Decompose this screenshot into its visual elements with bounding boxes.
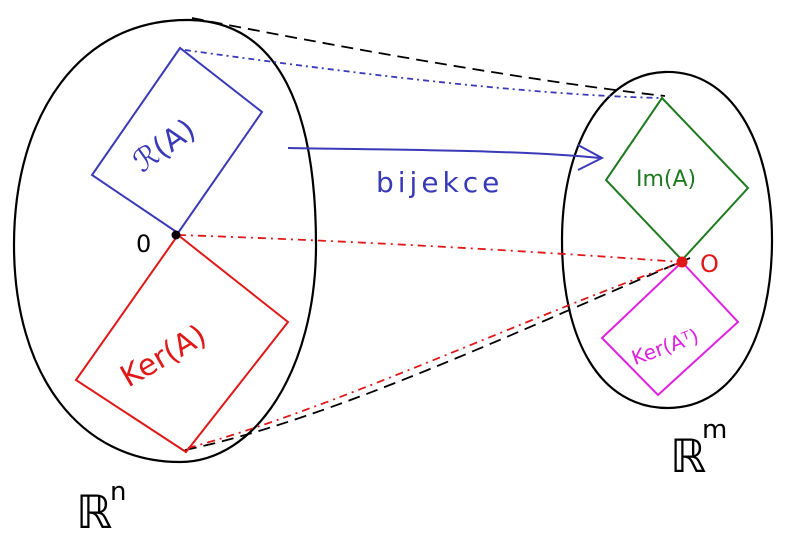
row-space-label: ℛ(A) xyxy=(127,112,203,180)
right-space-ellipse xyxy=(560,70,774,410)
connector-bottom-dashed xyxy=(184,257,691,451)
left-space-label-exp: n xyxy=(110,477,126,507)
right-space-label-exp: m xyxy=(702,415,727,445)
left-space-ellipse xyxy=(12,18,318,464)
kernel-label: Ker(A) xyxy=(115,318,213,395)
image-region xyxy=(604,96,750,262)
bijection-label: bijekce xyxy=(376,166,503,199)
row-space-image-connector xyxy=(184,49,663,99)
right-zero-label: O xyxy=(700,250,719,278)
right-space-label-base: ℝ xyxy=(670,429,706,483)
left-space-label: ℝ n xyxy=(76,477,126,539)
connector-top-dashed xyxy=(191,17,666,97)
left-kernel-label: Ker(Aᵀ) xyxy=(628,324,702,370)
left-kernel-region xyxy=(600,260,740,397)
kernel-bottom-connector xyxy=(187,261,683,449)
kernel-region xyxy=(74,233,290,454)
image-label: Im(A) xyxy=(636,167,696,192)
arrow-head-icon xyxy=(577,144,605,171)
right-space-label: ℝ m xyxy=(670,415,727,483)
right-zero-point xyxy=(676,256,688,268)
left-zero-label: 0 xyxy=(136,230,151,258)
bijection-arrow xyxy=(287,147,601,159)
row-space-region xyxy=(90,46,264,235)
left-space-label-base: ℝ xyxy=(76,485,112,539)
zero-connector xyxy=(177,234,681,263)
left-zero-point xyxy=(171,230,181,240)
